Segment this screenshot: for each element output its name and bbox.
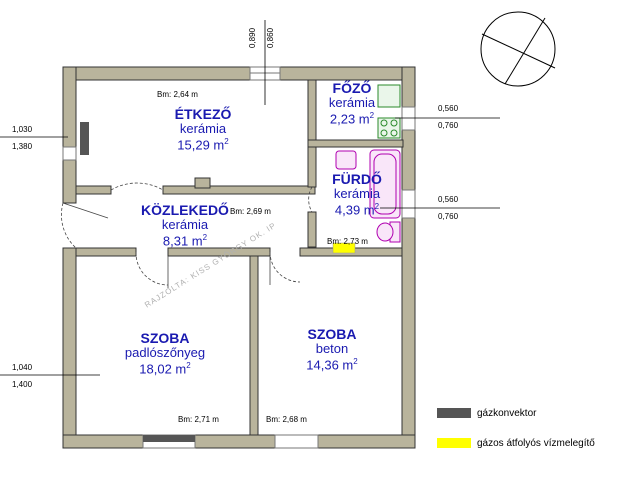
ceiling-height-furdo: Bm: 2,73 m	[327, 237, 368, 246]
dim-left-lower-2: 1,400	[12, 380, 33, 389]
toilet-icon	[376, 221, 401, 243]
room-name: KÖZLEKEDŐ	[141, 202, 229, 218]
room-area: 18,02 m2	[139, 361, 191, 377]
dimension-lines	[0, 20, 500, 376]
dim-right-upper-2: 0,760	[438, 121, 459, 130]
water-heater-icon	[332, 242, 356, 254]
dim-right-upper-1: 0,560	[438, 104, 459, 113]
legend-label: gázos átfolyós vízmelegítő	[477, 437, 595, 449]
room-floor: kerámia	[328, 95, 376, 111]
washbasin-icon	[335, 150, 357, 170]
room-area: 15,29 m2	[177, 137, 229, 153]
stove-icon	[377, 117, 401, 139]
room-name: SZOBA	[140, 330, 190, 346]
room-name: FÜRDŐ	[332, 171, 382, 187]
room-name: ÉTKEZŐ	[174, 106, 232, 122]
room-floor: kerámia	[161, 217, 209, 233]
ceiling-height-szoba-2: Bm: 2,68 m	[266, 415, 307, 424]
legend-swatch-convector	[437, 408, 471, 418]
bathtub-icon	[369, 149, 401, 219]
room-area: 8,31 m2	[162, 233, 208, 249]
ceiling-height-szoba-1: Bm: 2,71 m	[178, 415, 219, 424]
room-name: FŐZŐ	[332, 80, 372, 96]
room-floor: kerámia	[179, 121, 227, 137]
room-label-szoba-2: SZOBA beton 14,36 m2	[306, 326, 357, 373]
room-area: 2,23 m2	[329, 111, 375, 127]
dim-top-door-2: 0,860	[266, 27, 275, 48]
ceiling-height-kozlekedo: Bm: 2,69 m	[230, 207, 271, 216]
gas-convector-icon	[80, 122, 195, 442]
dim-top-door-1: 0,890	[248, 27, 257, 48]
legend-item-convector: gázkonvektor	[437, 406, 536, 420]
dim-left-upper-2: 1,380	[12, 142, 33, 151]
dim-left-upper-1: 1,030	[12, 125, 33, 134]
ceiling-height-etkezo: Bm: 2,64 m	[157, 90, 198, 99]
walls	[62, 66, 416, 449]
compass-icon	[480, 11, 556, 87]
room-name: SZOBA	[307, 326, 357, 342]
room-area: 4,39 m2	[334, 202, 380, 218]
dim-right-lower-1: 0,560	[438, 195, 459, 204]
room-label-kozlekedo: KÖZLEKEDŐ kerámia 8,31 m2	[141, 202, 229, 249]
room-floor: kerámia	[333, 186, 381, 202]
dim-left-lower-1: 1,040	[12, 363, 33, 372]
legend-swatch-water-heater	[437, 438, 471, 448]
room-floor: padlószőnyeg	[124, 345, 206, 361]
sink-icon	[377, 84, 401, 108]
legend-label: gázkonvektor	[477, 407, 537, 419]
room-area: 14,36 m2	[306, 357, 358, 373]
room-label-furdo: FÜRDŐ kerámia 4,39 m2	[332, 171, 382, 218]
legend-item-water-heater: gázos átfolyós vízmelegítő	[437, 436, 595, 450]
room-label-szoba-1: SZOBA padlószőnyeg 18,02 m2	[125, 330, 205, 377]
doors	[61, 182, 313, 286]
room-label-etkezo: ÉTKEZŐ kerámia 15,29 m2	[175, 106, 232, 153]
room-floor: beton	[315, 341, 349, 357]
dim-right-lower-2: 0,760	[438, 212, 459, 221]
room-label-fozo: FŐZŐ kerámia 2,23 m2	[329, 80, 375, 127]
